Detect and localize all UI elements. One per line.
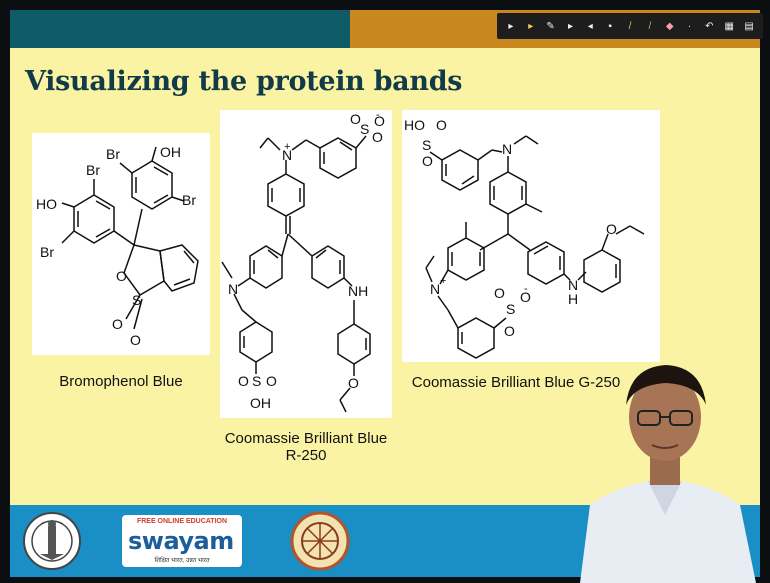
eraser-icon[interactable]: ◂ [587,20,593,32]
n-plus-label: N [430,281,440,297]
plus-charge: + [440,275,446,287]
o-label: O [504,323,515,339]
o-label: O [422,153,433,169]
r250-structure-panel: N + S O O O - N NH S O O OH O [220,109,392,418]
n-label: N [502,141,512,157]
ring-bond [131,160,173,210]
ring-bond [123,244,165,296]
video-border-bottom [0,577,770,583]
o-label: O [130,332,141,348]
bromophenol-caption: Bromophenol Blue [59,373,183,390]
oh-label: OH [160,144,181,160]
swayam-tagline: FREE ONLINE EDUCATION [136,518,228,525]
r250-structure: N + S O O O - N NH S O O OH O [221,109,385,413]
oh-label: OH [250,395,271,411]
menu-icon[interactable]: ▤ [744,20,754,32]
pen-icon[interactable]: ✎ [546,20,555,32]
annotation-toolbar: ▸ ▸ ✎ ▸ ◂ ▪ / / ◆ · ↶ ▦ ▤ [497,13,763,39]
o-label: O [238,373,249,389]
n-plus-label: N [282,147,292,163]
g250-structure-panel: HO S O O N N + N H O S O O O - [402,110,660,362]
o-label: O [348,375,359,391]
plus-charge: + [284,141,290,153]
g250-structure: HO S O O N N + N H O S O O O - [404,117,645,359]
o-label: O [606,221,617,237]
r250-caption-line1: Coomassie Brilliant Blue [224,430,388,447]
ring-bond [159,244,199,292]
ring-bond [73,194,115,244]
line-icon[interactable]: ▪ [608,20,612,32]
slide-header-band-teal [10,10,350,48]
bromophenol-structure-panel: OH Br Br Br HO Br O S O O [32,133,210,355]
o-label: O [436,117,447,133]
minus-charge: - [376,110,380,121]
clear-icon[interactable]: ◆ [665,20,674,32]
bromophenol-structure: OH Br Br Br HO Br O S O O [36,144,199,348]
o-minus-label: O [520,289,531,305]
br-label: Br [182,192,196,208]
iit-kharagpur-logo-icon [23,512,81,570]
marker-icon[interactable]: ▸ [567,20,573,32]
laser-icon[interactable]: · [687,20,692,32]
swayam-logo: FREE ONLINE EDUCATION swayam शिक्षित भार… [122,515,242,567]
ho-label: HO [404,117,425,133]
highlighter-icon[interactable]: / [628,20,632,32]
s-label: S [360,121,369,137]
s-label: S [422,137,431,153]
h-label: H [568,291,578,307]
video-border-right [760,0,770,583]
o-minus-label: O [374,113,385,129]
o-label: O [266,373,277,389]
swayam-subtitle: शिक्षित भारत, उन्नत भारत [154,558,210,564]
video-border-top [0,0,770,10]
grid-icon[interactable]: ▦ [724,20,734,32]
s-label: S [506,301,515,317]
brush-icon[interactable]: / [648,20,652,32]
g250-caption: Coomassie Brilliant Blue G-250 [411,374,621,391]
presenter-video [580,365,756,583]
r250-caption-line2: R-250 [285,447,327,464]
n-label: N [568,277,578,293]
undo-icon[interactable]: ↶ [705,20,714,32]
o-label: O [350,111,361,127]
n-label: N [228,281,238,297]
s-label: S [252,373,261,389]
minus-charge: - [524,283,528,295]
r250-caption: Coomassie Brilliant Blue R-250 [208,430,404,464]
br-label: Br [106,146,120,162]
br-label: Br [40,244,54,260]
o-label: O [116,268,127,284]
ho-label: HO [36,196,57,212]
arrow-icon[interactable]: ▸ [508,20,514,32]
o-label: O [372,129,383,145]
swayam-wordmark: swayam [128,527,234,555]
slide-title: Visualizing the protein bands [25,66,463,97]
nptel-logo-icon [290,511,350,571]
o-label: O [494,285,505,301]
s-label: S [132,292,141,308]
pointer-icon[interactable]: ▸ [528,20,534,32]
nh-label: NH [348,283,368,299]
o-label: O [112,316,123,332]
br-label: Br [86,162,100,178]
video-border-left [0,0,10,583]
